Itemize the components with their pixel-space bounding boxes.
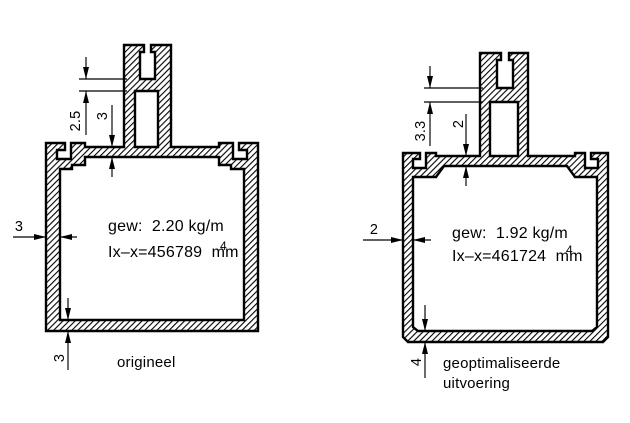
- profile-caption: origineel: [117, 354, 176, 371]
- dim-value-flange: 3: [95, 112, 111, 120]
- profile-caption-line2: uitvoering: [443, 375, 510, 392]
- weight-label: gew: 1.92 kg/m: [452, 225, 568, 242]
- dim-value-wall: 2: [370, 222, 378, 238]
- dim-value-bridge: 3.3: [413, 121, 429, 142]
- inertia-label: Ix–x=456789 mm: [108, 244, 239, 261]
- profile-caption-line1: geoptimaliseerde: [443, 355, 560, 372]
- original-profile-section: [44, 43, 260, 333]
- dim-value-wall: 3: [15, 219, 23, 235]
- dim-value-bottom: 4: [409, 358, 425, 366]
- dim-flange-thickness-optimized: 2: [451, 114, 469, 186]
- dim-wall-thickness-optimized: 2: [363, 222, 431, 243]
- inertia-label: Ix–x=461724 mm: [452, 248, 583, 265]
- weight-label: gew: 2.20 kg/m: [108, 218, 224, 235]
- dim-flange-thickness-original: 3: [95, 105, 115, 177]
- inertia-exponent: 4: [566, 243, 573, 257]
- original-profile: 2.5 3 3 3 gew: 2.20 kg/m Ix–x=456789 mm …: [13, 43, 260, 371]
- dim-value-flange: 2: [451, 120, 467, 128]
- dim-value-bridge: 2.5: [68, 111, 84, 132]
- dim-wall-thickness-original: 3: [13, 219, 77, 240]
- dim-value-bottom: 3: [52, 354, 68, 362]
- optimized-profile-section: [401, 51, 610, 344]
- dim-bottom-thickness-original: 3: [52, 298, 71, 370]
- dim-bottom-thickness-optimized: 4: [409, 305, 428, 378]
- optimized-profile: 3.3 2 2 4 gew: 1.92 kg/m Ix–x=461724 mm …: [363, 51, 610, 392]
- dim-bridge-thickness-optimized: 3.3: [413, 66, 483, 146]
- dim-bridge-thickness-original: 2.5: [68, 57, 127, 135]
- inertia-exponent: 4: [220, 239, 227, 253]
